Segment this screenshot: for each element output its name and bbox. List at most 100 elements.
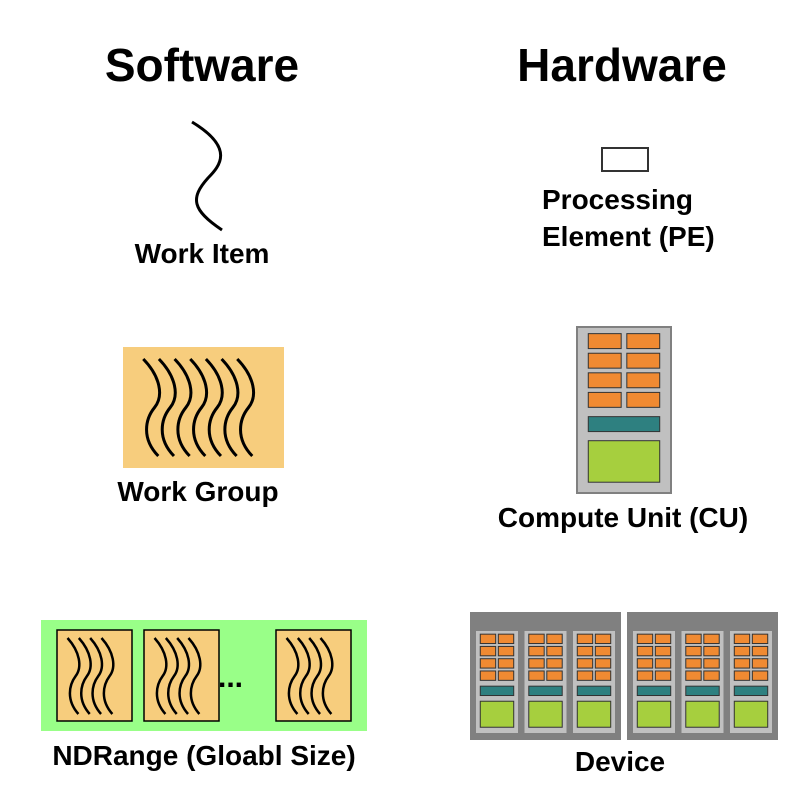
pe-label-line2: Element (PE) bbox=[542, 221, 715, 252]
pe-cell bbox=[594, 658, 612, 669]
pe-cell bbox=[479, 633, 497, 645]
pe-cell bbox=[479, 658, 497, 669]
thread-wave bbox=[187, 637, 202, 715]
pe-cell bbox=[546, 633, 563, 645]
pe-cell bbox=[636, 658, 654, 669]
pe-cell bbox=[685, 645, 702, 657]
pe-cell bbox=[626, 333, 661, 350]
cu-local-memory bbox=[576, 700, 612, 728]
cu-local-memory bbox=[685, 700, 720, 728]
cu-memory-bar bbox=[685, 685, 720, 697]
thread-wave bbox=[89, 637, 104, 715]
pe-label-line1: Processing bbox=[542, 184, 693, 215]
work-item-icon bbox=[191, 120, 223, 232]
pe-cell bbox=[636, 670, 654, 681]
thread-wave bbox=[77, 637, 92, 715]
pe-cell bbox=[733, 633, 751, 645]
pe-cell bbox=[576, 633, 594, 645]
pe-cell bbox=[497, 658, 515, 669]
pe-cell bbox=[576, 658, 594, 669]
compute-unit-icon bbox=[576, 326, 672, 494]
pe-cell bbox=[654, 670, 672, 681]
pe-cell bbox=[587, 352, 622, 369]
ndrange-label: NDRange (Gloabl Size) bbox=[52, 740, 356, 771]
pe-cell bbox=[479, 645, 497, 657]
thread-wave bbox=[153, 637, 168, 715]
work-group-icon bbox=[123, 347, 284, 468]
pe-cell bbox=[587, 333, 622, 350]
thread-wave bbox=[189, 357, 209, 458]
work-item-label: Work Item bbox=[134, 238, 270, 269]
device-label: Device bbox=[574, 746, 666, 777]
pe-cell bbox=[703, 645, 720, 657]
cu-memory-bar bbox=[587, 416, 661, 433]
thread-wave bbox=[220, 357, 240, 458]
cu-local-memory bbox=[733, 700, 769, 728]
thread-wave bbox=[66, 637, 81, 715]
pe-cell bbox=[654, 633, 672, 645]
ndrange-ellipsis: ... bbox=[218, 661, 244, 694]
pe-cell bbox=[636, 633, 654, 645]
pe-cell bbox=[528, 670, 545, 681]
pe-cell bbox=[751, 658, 769, 669]
thread-wave bbox=[157, 357, 177, 458]
pe-cell bbox=[703, 658, 720, 669]
pe-cell bbox=[685, 670, 702, 681]
device-compute-unit bbox=[728, 629, 774, 735]
thread-wave bbox=[285, 637, 300, 715]
processing-element-icon bbox=[601, 147, 649, 172]
pe-cell bbox=[587, 391, 622, 408]
device-compute-unit bbox=[679, 629, 726, 735]
cu-memory-bar bbox=[733, 685, 769, 697]
cu-local-memory bbox=[528, 700, 563, 728]
pe-cell bbox=[703, 670, 720, 681]
pe-cell bbox=[751, 645, 769, 657]
cu-memory-bar bbox=[636, 685, 672, 697]
thread-wave bbox=[142, 357, 162, 458]
thread-wave bbox=[308, 637, 323, 715]
device-compute-unit bbox=[474, 629, 520, 735]
work-group-label: Work Group bbox=[117, 476, 279, 507]
thread-wave bbox=[164, 637, 179, 715]
hardware-heading: Hardware bbox=[517, 39, 727, 91]
cu-memory-bar bbox=[479, 685, 515, 697]
pe-cell bbox=[594, 633, 612, 645]
thread-wave bbox=[236, 357, 256, 458]
pe-cell bbox=[594, 645, 612, 657]
compute-unit-label: Compute Unit (CU) bbox=[497, 502, 749, 533]
pe-cell bbox=[733, 658, 751, 669]
pe-cell bbox=[626, 372, 661, 389]
pe-cell bbox=[594, 670, 612, 681]
cu-memory-bar bbox=[576, 685, 612, 697]
pe-cell bbox=[733, 670, 751, 681]
pe-cell bbox=[546, 658, 563, 669]
cu-local-memory bbox=[587, 440, 661, 483]
pe-cell bbox=[528, 633, 545, 645]
pe-cell bbox=[703, 633, 720, 645]
pe-cell bbox=[751, 670, 769, 681]
thread-wave bbox=[100, 637, 115, 715]
pe-cell bbox=[626, 352, 661, 369]
pe-cell bbox=[636, 645, 654, 657]
pe-cell bbox=[685, 633, 702, 645]
pe-cell bbox=[751, 633, 769, 645]
software-heading: Software bbox=[104, 39, 300, 91]
ndrange-icon bbox=[41, 620, 367, 731]
device-compute-unit bbox=[631, 629, 677, 735]
pe-cell bbox=[497, 633, 515, 645]
pe-cell bbox=[626, 391, 661, 408]
pe-cell bbox=[528, 658, 545, 669]
cu-local-memory bbox=[636, 700, 672, 728]
pe-cell bbox=[546, 670, 563, 681]
thread-wave bbox=[296, 637, 311, 715]
cu-local-memory bbox=[479, 700, 515, 728]
ndrange-box bbox=[41, 620, 367, 731]
pe-cell bbox=[497, 645, 515, 657]
pe-cell bbox=[587, 372, 622, 389]
pe-cell bbox=[546, 645, 563, 657]
pe-cell bbox=[654, 645, 672, 657]
pe-cell bbox=[576, 670, 594, 681]
device-compute-unit bbox=[522, 629, 569, 735]
thread-wave bbox=[173, 357, 193, 458]
thread-wave bbox=[176, 637, 191, 715]
